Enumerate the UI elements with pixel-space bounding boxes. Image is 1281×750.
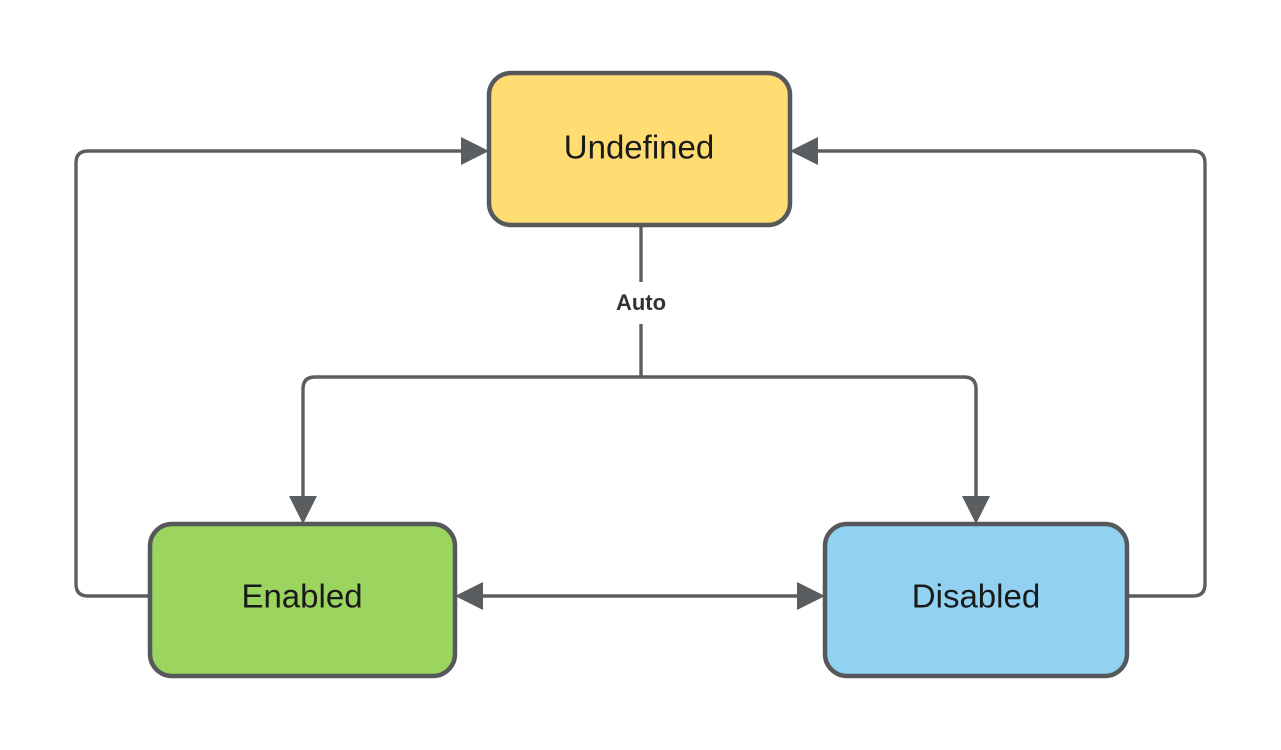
edge-undefined-to-enabled[interactable] <box>289 375 641 524</box>
node-enabled-shape <box>147 521 458 679</box>
node-enabled[interactable]: Enabled <box>147 521 458 679</box>
edge-label-auto-background <box>595 282 687 324</box>
edge-label-auto-text: Auto <box>616 290 666 315</box>
edge-undefined-to-enabled-path <box>301 375 641 500</box>
edge-enabled-to-undefined-path <box>74 149 465 598</box>
node-disabled-label: Disabled <box>912 578 1040 615</box>
edge-disabled-to-undefined-path <box>814 149 1207 598</box>
node-undefined[interactable]: Undefined <box>486 70 793 228</box>
edge-disabled-to-undefined[interactable] <box>790 137 1207 598</box>
edge-enabled-disabled-arrowhead-left <box>455 582 483 610</box>
node-disabled[interactable]: Disabled <box>822 521 1130 679</box>
edge-undefined-to-disabled[interactable] <box>641 375 990 524</box>
edge-enabled-to-undefined[interactable] <box>74 137 489 598</box>
edge-label-auto: Auto <box>595 282 687 324</box>
node-undefined-label: Undefined <box>564 129 714 166</box>
edge-enabled-to-undefined-arrowhead <box>461 137 489 165</box>
node-undefined-shape <box>486 70 793 228</box>
node-enabled-label: Enabled <box>241 578 362 615</box>
edge-undefined-to-disabled-path <box>641 375 978 500</box>
edge-enabled-disabled-arrowhead-right <box>797 582 825 610</box>
node-disabled-shape <box>822 521 1130 679</box>
edge-undefined-to-enabled-arrowhead <box>289 496 317 524</box>
edge-undefined-to-disabled-arrowhead <box>962 496 990 524</box>
edge-enabled-disabled-bidirectional[interactable] <box>455 582 825 610</box>
edge-disabled-to-undefined-arrowhead <box>790 137 818 165</box>
